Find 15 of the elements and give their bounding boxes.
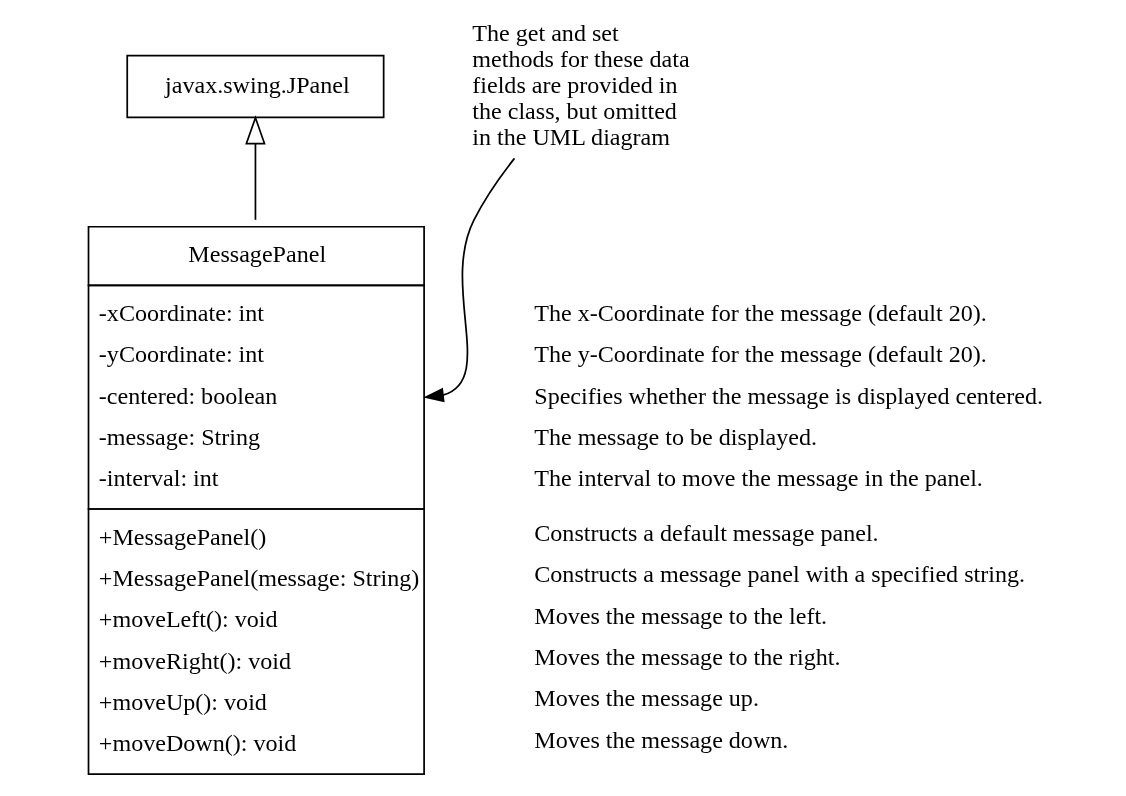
label: The y-Coordinate for the message (default 20). (533, 341, 987, 368)
label: Specifies whether the message is displayed centered. (533, 382, 1043, 409)
label: The message to be displayed. (533, 423, 817, 450)
arrow (244, 115, 266, 221)
node-box: javax.swing.JPanel (125, 54, 385, 119)
label: The x-Coordinate for the message (default 20). (533, 299, 987, 326)
label: Constructs a default message panel. (533, 520, 879, 547)
node-text: The get and set methods for these data fields are provided in the class, but omitted in the UML diagram (471, 20, 690, 150)
label: Moves the message up. (533, 685, 759, 712)
label: Moves the message down. (533, 726, 788, 753)
label: The interval to move the message in the panel. (533, 465, 983, 492)
label: Moves the message to the left. (533, 602, 827, 629)
label: Moves the message to the right. (533, 644, 841, 671)
arrow (422, 157, 515, 403)
label: Constructs a message panel with a specified string. (533, 561, 1025, 588)
